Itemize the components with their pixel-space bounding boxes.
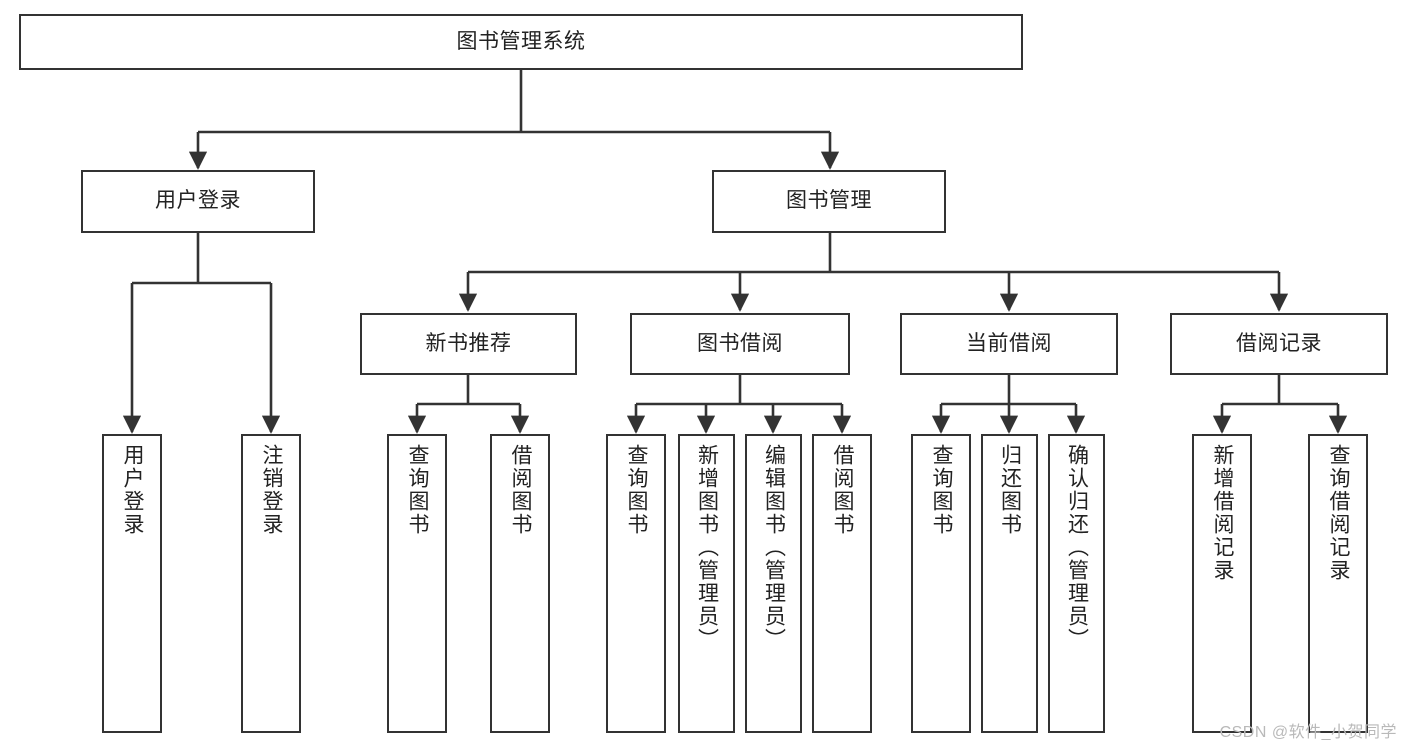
node-leaf-query-book-3-label: 查询图书	[930, 444, 954, 536]
node-leaf-user-login-label: 用户登录	[121, 444, 145, 536]
node-leaf-logout-login[interactable]: 注销登录	[241, 434, 301, 733]
node-leaf-logout-login-label: 注销登录	[260, 444, 284, 536]
node-leaf-query-book-3[interactable]: 查询图书	[911, 434, 971, 733]
node-leaf-confirm-return[interactable]: 确认归还（管理员）	[1048, 434, 1105, 733]
node-leaf-query-book-2[interactable]: 查询图书	[606, 434, 666, 733]
node-leaf-query-book-1-label: 查询图书	[406, 444, 430, 536]
node-leaf-borrow-book-1-label: 借阅图书	[509, 444, 533, 536]
node-book-borrow-label: 图书借阅	[697, 331, 783, 355]
node-leaf-return-book[interactable]: 归还图书	[981, 434, 1038, 733]
node-leaf-query-book-2-label: 查询图书	[625, 444, 649, 536]
node-leaf-query-record[interactable]: 查询借阅记录	[1308, 434, 1368, 733]
node-leaf-add-book-label: 新增图书（管理员）	[695, 444, 719, 651]
node-leaf-borrow-book-2[interactable]: 借阅图书	[812, 434, 872, 733]
node-current-borrow-label: 当前借阅	[966, 331, 1052, 355]
node-leaf-add-record-label: 新增借阅记录	[1211, 444, 1235, 582]
node-root[interactable]: 图书管理系统	[19, 14, 1023, 70]
node-leaf-query-record-label: 查询借阅记录	[1327, 444, 1351, 582]
node-leaf-add-record[interactable]: 新增借阅记录	[1192, 434, 1252, 733]
node-current-borrow[interactable]: 当前借阅	[900, 313, 1118, 375]
node-leaf-user-login[interactable]: 用户登录	[102, 434, 162, 733]
node-new-book-recommend-label: 新书推荐	[425, 331, 512, 355]
node-user-login[interactable]: 用户登录	[81, 170, 315, 233]
csdn-watermark: CSDN @软件_小贺同学	[1219, 724, 1397, 741]
node-book-manage-label: 图书管理	[786, 189, 872, 213]
node-borrow-record[interactable]: 借阅记录	[1170, 313, 1388, 375]
node-user-login-label: 用户登录	[155, 189, 241, 213]
node-leaf-borrow-book-2-label: 借阅图书	[831, 444, 855, 536]
node-leaf-query-book-1[interactable]: 查询图书	[387, 434, 447, 733]
node-leaf-return-book-label: 归还图书	[998, 444, 1022, 536]
node-leaf-edit-book-label: 编辑图书（管理员）	[762, 444, 786, 651]
node-leaf-edit-book[interactable]: 编辑图书（管理员）	[745, 434, 802, 733]
node-leaf-add-book[interactable]: 新增图书（管理员）	[678, 434, 735, 733]
node-root-label: 图书管理系统	[456, 29, 586, 53]
node-leaf-borrow-book-1[interactable]: 借阅图书	[490, 434, 550, 733]
node-book-borrow[interactable]: 图书借阅	[630, 313, 850, 375]
node-book-manage[interactable]: 图书管理	[712, 170, 946, 233]
node-new-book-recommend[interactable]: 新书推荐	[360, 313, 577, 375]
node-leaf-confirm-return-label: 确认归还（管理员）	[1065, 444, 1089, 651]
node-borrow-record-label: 借阅记录	[1236, 331, 1322, 355]
